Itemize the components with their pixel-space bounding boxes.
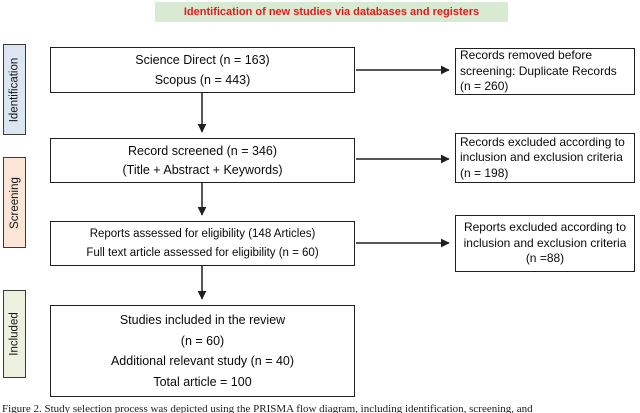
stage-label-identification-text: Identification bbox=[8, 57, 21, 122]
figure-header-banner: Identification of new studies via databa… bbox=[155, 2, 508, 22]
stage-label-screening: Screening bbox=[3, 157, 26, 248]
stage-label-included-text: Included bbox=[8, 312, 21, 356]
flow-box-eligibility: Reports assessed for eligibility (148 Ar… bbox=[50, 221, 355, 266]
flow-box-records-screened: Record screened (n = 346) (Title + Abstr… bbox=[50, 138, 355, 183]
flow-box-records-screened-line2: (Title + Abstract + Keywords) bbox=[122, 163, 283, 177]
stage-label-included: Included bbox=[3, 290, 26, 378]
stage-label-screening-text: Screening bbox=[8, 176, 21, 229]
stage-label-identification: Identification bbox=[3, 44, 26, 135]
flow-box-eligibility-line1: Reports assessed for eligibility (148 Ar… bbox=[89, 228, 316, 241]
flow-box-records-screened-line1: Record screened (n = 346) bbox=[127, 144, 278, 158]
figure-caption: Figure 2. Study selection process was de… bbox=[2, 403, 533, 413]
side-box-reports-excluded: Reports excluded according to inclusion … bbox=[455, 215, 635, 272]
side-box-duplicates-removed: Records removed before screening: Duplic… bbox=[455, 48, 635, 95]
flow-box-included-line3: Additional relevant study (n = 40) bbox=[110, 354, 295, 369]
flow-box-databases: Science Direct (n = 163) Scopus (n = 443… bbox=[50, 47, 355, 93]
flow-box-eligibility-line2: Full text article assessed for eligibili… bbox=[86, 246, 319, 259]
flow-box-included-line4: Total article = 100 bbox=[153, 375, 252, 390]
flow-box-databases-line1: Science Direct (n = 163) bbox=[135, 53, 270, 68]
flow-box-included-line2: (n = 60) bbox=[180, 333, 225, 348]
flow-box-included-line1: Studies included in the review bbox=[119, 312, 286, 327]
side-box-records-excluded: Records excluded according to inclusion … bbox=[455, 133, 635, 183]
flow-box-included-studies: Studies included in the review (n = 60) … bbox=[50, 305, 355, 397]
flow-box-databases-line2: Scopus (n = 443) bbox=[154, 72, 251, 87]
